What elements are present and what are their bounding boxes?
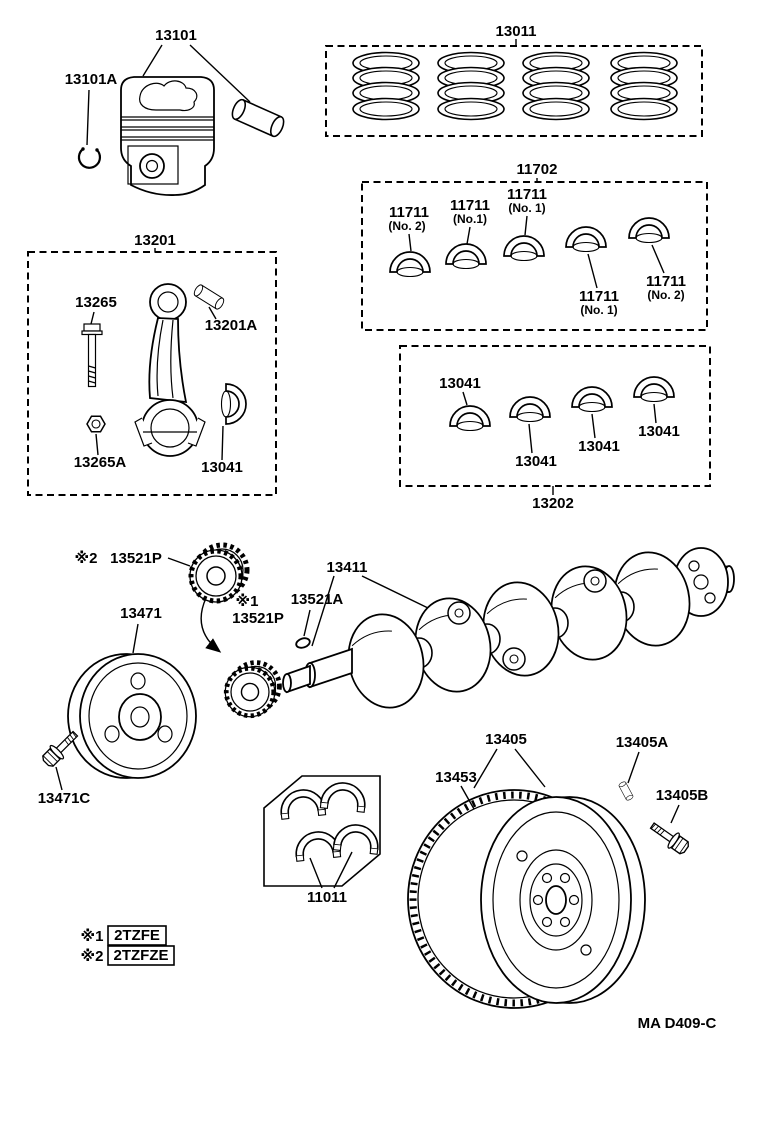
rod-bearing-set-box [399, 345, 711, 487]
label-main-bearing-3: 11711 [507, 186, 547, 203]
label-rod-bearing-1: 13041 [439, 375, 481, 392]
label-rod-bearing-inbox: 13041 [201, 459, 243, 476]
figure-code: MA D409-C [638, 1015, 717, 1032]
label-pulley-bolt: 13471C [38, 790, 91, 807]
label-piston-snap-ring: 13101A [65, 71, 118, 88]
label-rod-bearing-set: 13202 [532, 495, 574, 512]
label-main-bearing-4-grade: (No. 1) [580, 303, 617, 317]
label-sprocket-upper: 13521P [110, 550, 162, 567]
rod-bearing-3 [571, 386, 613, 413]
legend-note2-symbol: ※2 [81, 947, 104, 965]
label-ring-gear: 13453 [435, 769, 477, 786]
pulley-drawing [67, 653, 197, 779]
label-flywheel-pin: 13405A [616, 734, 669, 751]
label-main-bearing-2-grade: (No.1) [453, 212, 487, 226]
label-rod-bushing: 13201A [205, 317, 258, 334]
label-flywheel-bolt: 13405B [656, 787, 709, 804]
piston-drawing [120, 76, 215, 196]
rod-bearing-in-box [220, 383, 247, 425]
legend-note1-engine: 2TZFE [114, 927, 160, 944]
label-pulley: 13471 [120, 605, 162, 622]
label-rod-bearing-2: 13041 [515, 453, 557, 470]
legend: ※1 2TZFE ※2 2TZFZE [81, 925, 175, 966]
piston-ring-set-box [325, 45, 703, 137]
label-note1-symbol: ※1 [236, 592, 259, 610]
ring-set-2 [438, 53, 504, 120]
label-piston: 13101 [155, 27, 197, 44]
main-bearing-1 [389, 251, 431, 278]
rod-nut-drawing [86, 415, 106, 433]
connecting-rod-drawing [134, 283, 206, 457]
label-main-bearing-2: 11711 [450, 197, 490, 214]
label-rod-bearing-4: 13041 [638, 423, 680, 440]
flywheel-bolt-drawing [646, 817, 693, 858]
label-main-bearing-5: 11711 [646, 273, 686, 290]
rod-bearing-1 [449, 405, 491, 432]
piston-snap-ring-drawing [77, 147, 102, 169]
main-bearing-2 [445, 243, 487, 270]
leader-lines-top [86, 39, 665, 289]
label-main-bearing-3-grade: (No. 1) [508, 201, 545, 215]
ring-set-3 [523, 53, 589, 120]
label-rod-bolt: 13265 [75, 294, 117, 311]
legend-note1-symbol: ※1 [81, 927, 104, 945]
flywheel-drawing [480, 796, 646, 1004]
main-bearing-3 [503, 235, 545, 262]
label-piston-ring-set: 13011 [496, 23, 537, 40]
rod-bolt-drawing [81, 323, 103, 388]
ring-set-1 [353, 53, 419, 120]
leader-lines-crank [55, 557, 429, 791]
label-main-bearing-1-grade: (No. 2) [388, 219, 425, 233]
label-sprocket-lower: 13521P [232, 610, 284, 627]
crank-sprocket-lower [225, 663, 279, 717]
crankshaft-drawing [282, 544, 735, 716]
label-crankshaft: 13411 [327, 559, 368, 576]
legend-note1-box [107, 925, 167, 946]
main-bearing-set-box [361, 181, 708, 331]
thrust-washer-box [263, 775, 381, 887]
leader-lines-bottom [309, 748, 680, 889]
label-main-bearing-5-grade: (No. 2) [647, 288, 684, 302]
legend-note2-box [107, 945, 175, 966]
label-main-bearing-1: 11711 [389, 204, 429, 221]
rod-bushing-drawing [192, 283, 226, 311]
piston-pin-drawing [228, 96, 288, 140]
label-flywheel: 13405 [485, 731, 527, 748]
connecting-rod-box [27, 251, 277, 496]
label-rod-bearing-3: 13041 [578, 438, 620, 455]
pulley-bolt-drawing [38, 726, 83, 771]
label-main-bearing-set: 11702 [517, 161, 558, 178]
label-sprocket-key: 13521A [291, 591, 344, 608]
sprocket-key-drawing [295, 637, 311, 649]
label-thrust-washer-set: 11011 [307, 889, 347, 906]
ring-set-4 [611, 53, 677, 120]
label-connecting-rod: 13201 [134, 232, 176, 249]
label-rod-nut: 13265A [74, 454, 127, 471]
rod-bearing-2 [509, 396, 551, 423]
flywheel-pin-drawing [617, 780, 635, 802]
main-bearing-4 [565, 226, 607, 253]
rod-bearing-4 [633, 376, 675, 403]
thrust-washers-drawing [278, 780, 381, 863]
label-main-bearing-4: 11711 [579, 288, 619, 305]
label-note2-symbol: ※2 [75, 549, 98, 567]
main-bearing-5 [628, 217, 670, 244]
legend-note2-engine: 2TZFZE [114, 947, 169, 964]
leader-lines-middle [90, 248, 657, 495]
pointer-arrow [200, 597, 222, 653]
